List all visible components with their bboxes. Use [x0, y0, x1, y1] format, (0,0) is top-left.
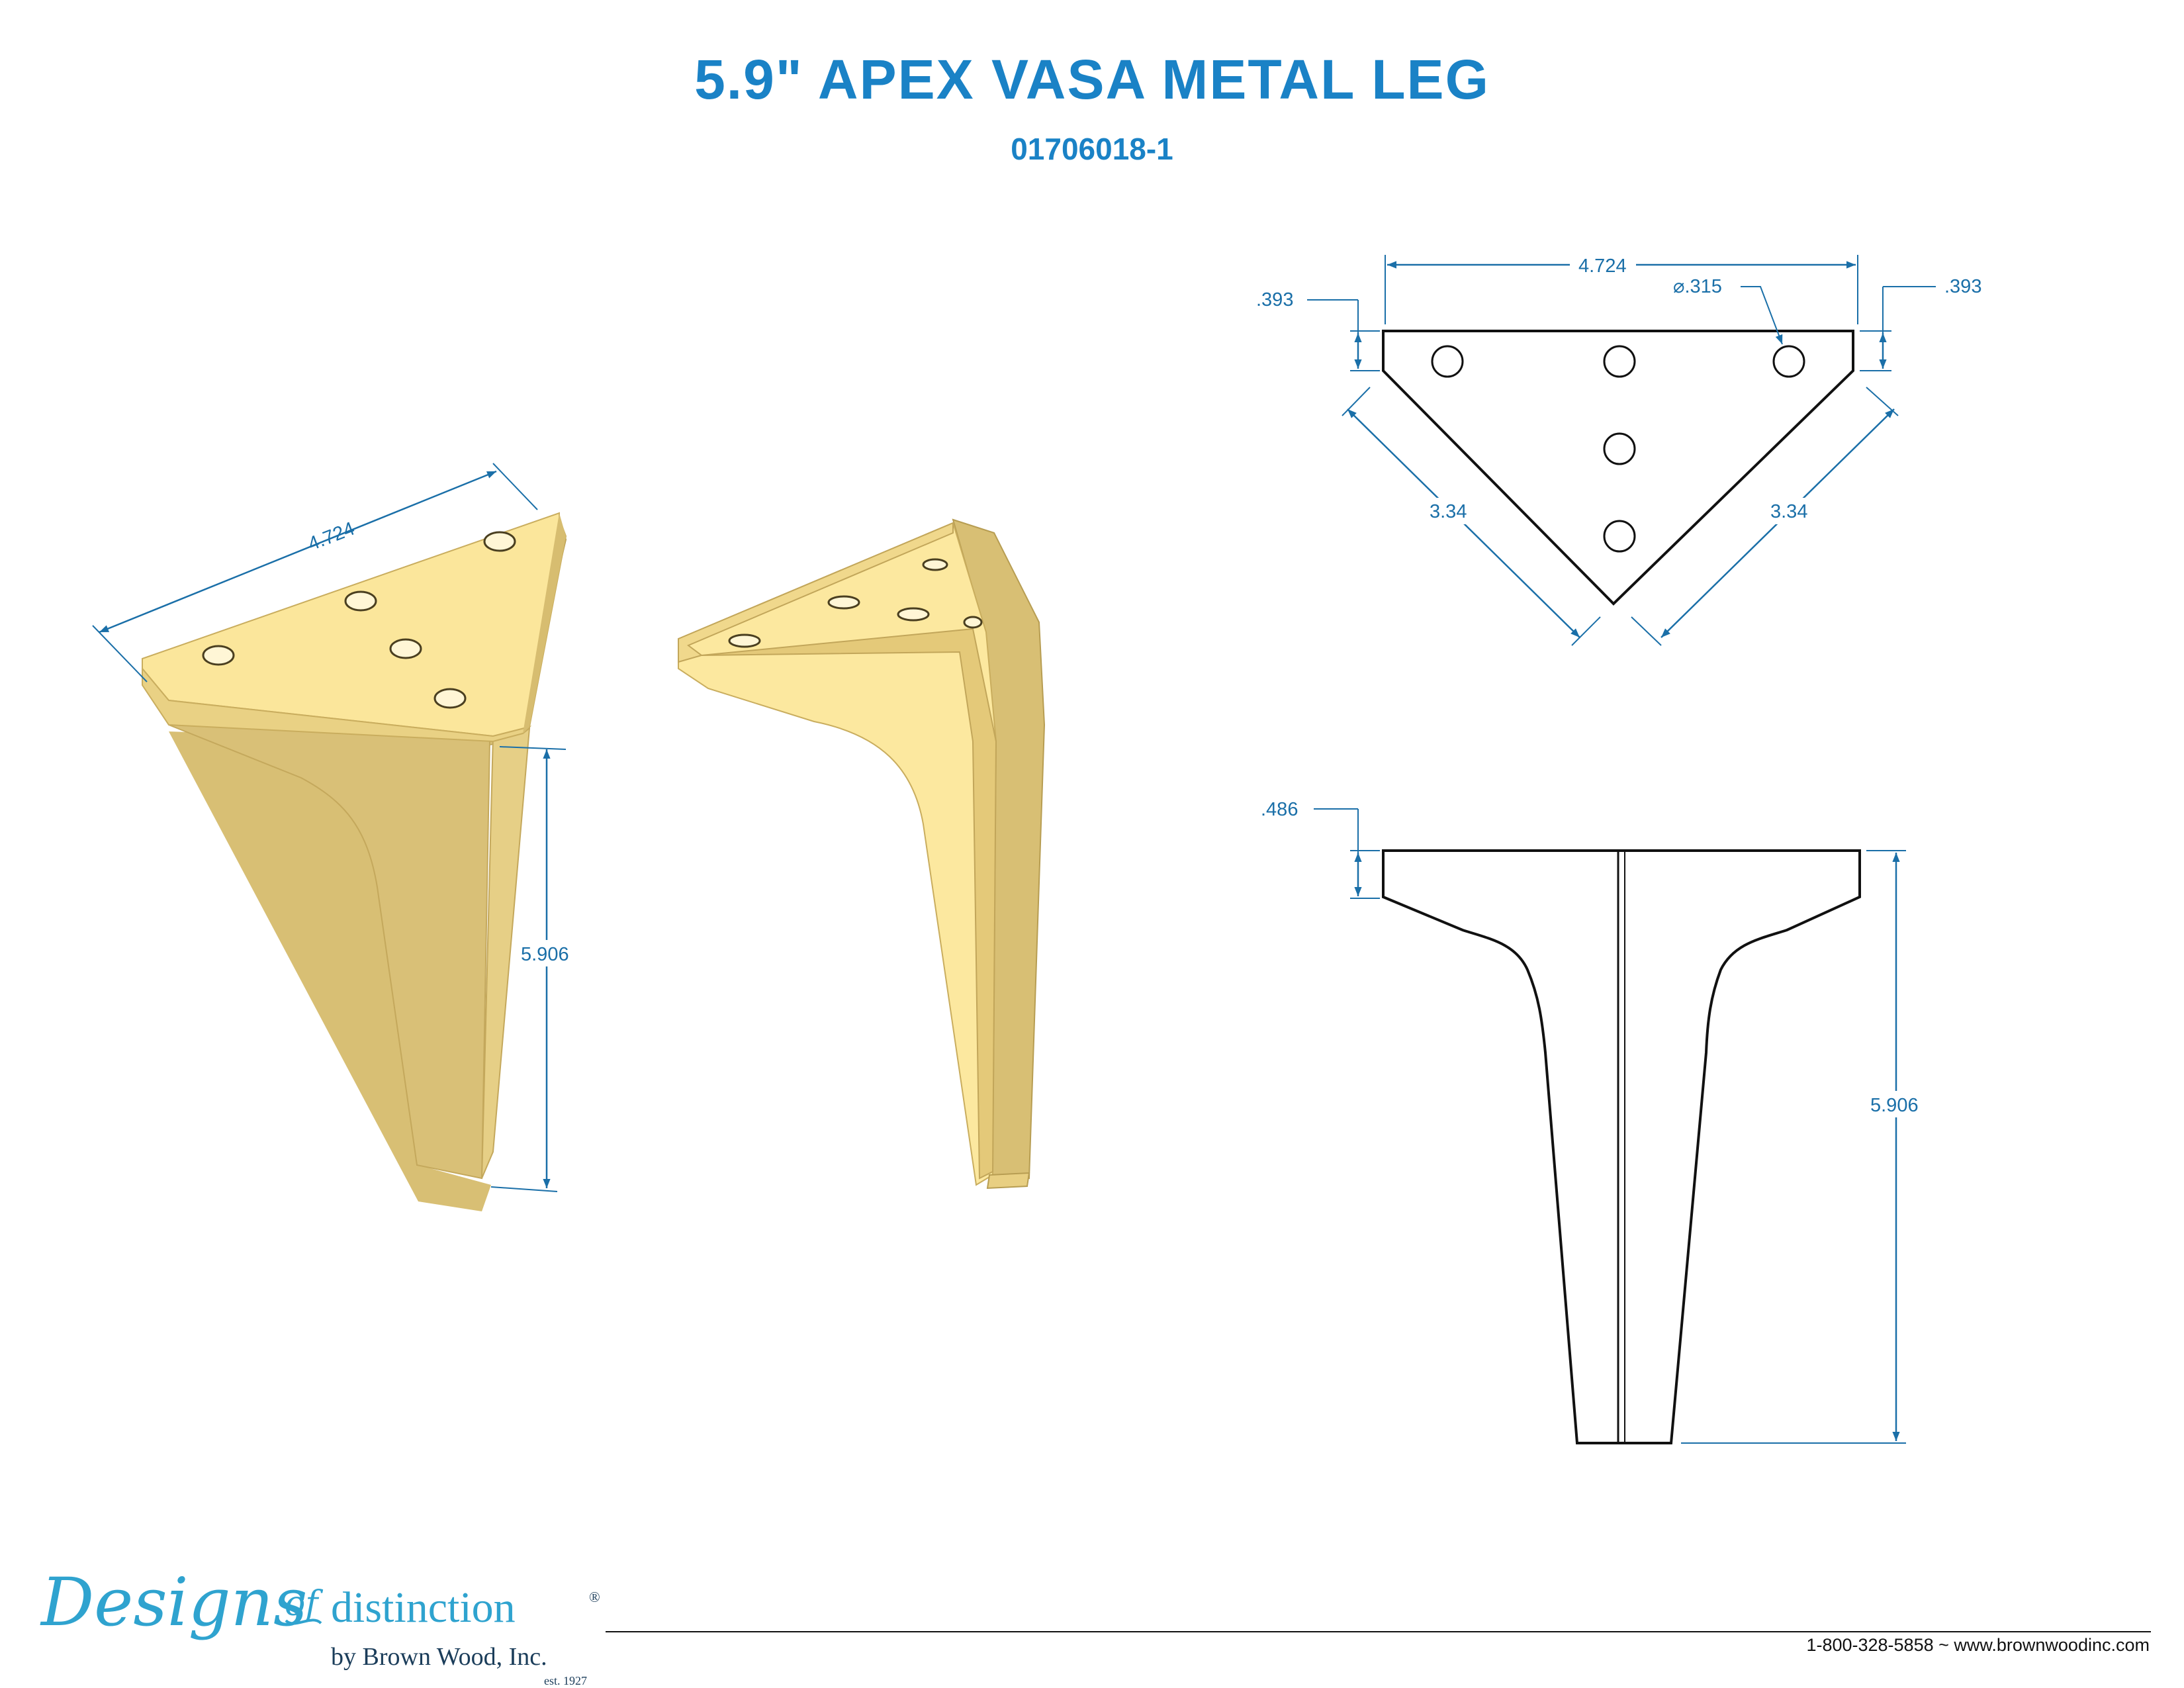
top-view: 4.724 ⌀.315 .393 .393 3.34: [1256, 252, 1981, 646]
hole: [1603, 345, 1636, 378]
iso2-inner-ridge: [701, 628, 997, 1180]
hole: [1603, 432, 1636, 465]
plate-thickness-label: .486: [1261, 799, 1298, 820]
company-logo: Designs of distinction ® by Brown Wood, …: [40, 1564, 600, 1687]
logo-of: of: [285, 1584, 323, 1624]
side-right-label: 3.34: [1770, 501, 1807, 522]
iso-width-label: 4.724: [305, 518, 357, 555]
contact-info: 1-800-328-5858 ~ www.brownwoodinc.com: [1806, 1635, 2150, 1655]
hole: [483, 531, 516, 552]
part-number: 01706018-1: [1011, 132, 1173, 166]
iso-view-top: 4.724 5.906: [92, 463, 577, 1211]
front-view: .486 5.906: [1261, 799, 1929, 1444]
iso2-top-flange: [678, 522, 954, 663]
hole: [922, 558, 948, 571]
iso-view-bottom: [678, 518, 1046, 1190]
hole: [827, 595, 860, 610]
hole-dia-label: ⌀.315: [1673, 276, 1722, 297]
chamfer-left-label: .393: [1256, 289, 1293, 310]
hole: [1772, 345, 1805, 378]
front-leg-outline: [1382, 849, 1861, 1444]
page-title: 5.9" APEX VASA METAL LEG: [694, 48, 1490, 111]
iso-height-label: 5.906: [521, 944, 569, 965]
hole: [1603, 520, 1636, 553]
iso2-inner-face: [678, 522, 997, 1186]
hole: [1431, 345, 1464, 378]
top-width-label: 4.724: [1578, 256, 1627, 277]
iso2-foot: [986, 1172, 1030, 1190]
hole: [389, 638, 422, 659]
logo-est: est. 1927: [544, 1674, 587, 1687]
hole: [202, 645, 235, 666]
front-height-label: 5.906: [1870, 1095, 1919, 1116]
hole: [897, 607, 930, 622]
logo-designs: Designs: [40, 1564, 307, 1641]
logo-byline: by Brown Wood, Inc.: [331, 1643, 547, 1671]
side-left-label: 3.34: [1430, 501, 1467, 522]
top-view-holes: [1431, 345, 1805, 553]
hole: [963, 616, 983, 629]
iso1-top-chamfer: [523, 513, 566, 733]
hole: [344, 590, 377, 612]
logo-distinction: distinction: [331, 1583, 516, 1632]
iso2-holes: [728, 558, 983, 648]
iso1-leg-face: [168, 724, 494, 1180]
hole: [433, 688, 467, 709]
chamfer-right-label: .393: [1944, 276, 1981, 297]
logo-reg: ®: [589, 1589, 600, 1605]
hole: [728, 633, 761, 648]
